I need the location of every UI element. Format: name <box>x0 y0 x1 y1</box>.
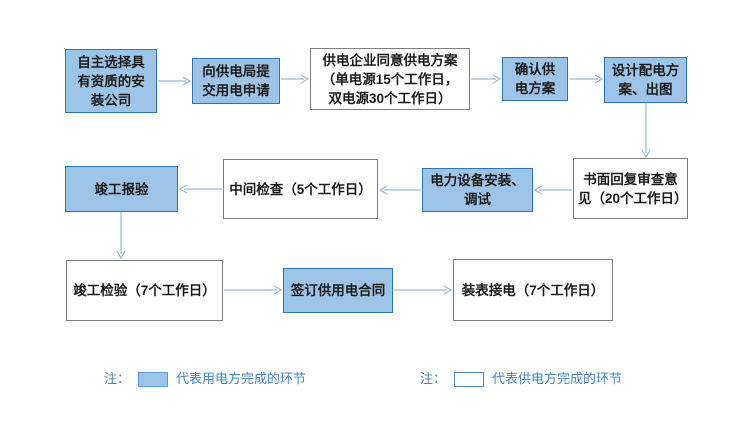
legend-note: 注： <box>104 371 131 386</box>
step-label: 竣工报验 <box>94 181 149 197</box>
arrow-contract-to-meter <box>394 285 453 295</box>
step-label: 签订供用电合同 <box>290 283 386 298</box>
legend-supplier-label: 代表供电方完成的环节 <box>492 371 623 386</box>
step-confirm-plan: 确认供 电方案 <box>502 57 568 101</box>
arrow-review-to-install <box>533 185 572 195</box>
step-meter-connection: 装表接电（7个工作日） <box>453 259 613 321</box>
step-design-scheme: 设计配电方 案、出图 <box>604 57 687 103</box>
step-label: 供电企业同意供电方案 （单电源15个工作日， 双电源30个工作日） <box>321 52 459 106</box>
arrow-design-to-review <box>641 103 651 159</box>
step-label: 电力设备安装、 调试 <box>430 173 525 207</box>
arrow-submit-to-approval <box>281 74 310 84</box>
arrow-approval-to-confirm <box>471 74 502 84</box>
step-label: 确认供 电方案 <box>514 62 556 96</box>
arrow-inspection-to-contract <box>224 285 283 295</box>
step-label: 竣工检验（7个工作日） <box>73 283 216 298</box>
step-interim-inspection: 中间检查（5个工作日） <box>223 159 378 219</box>
legend-supplier-swatch <box>454 371 485 387</box>
arrow-choose-to-submit <box>158 76 192 86</box>
arrow-install-to-interim <box>378 185 421 195</box>
arrow-report-to-inspection <box>116 212 126 260</box>
legend-consumer-label: 代表用电方完成的环节 <box>176 371 307 386</box>
step-label: 向供电局提 交用电申请 <box>202 64 270 98</box>
legend-consumer-swatch <box>138 371 169 387</box>
legend-consumer: 注： 代表用电方完成的环节 <box>104 370 306 388</box>
step-equipment-install: 电力设备安装、 调试 <box>422 168 533 212</box>
arrow-confirm-to-design <box>570 74 604 84</box>
step-supply-plan-approval: 供电企业同意供电方案 （单电源15个工作日， 双电源30个工作日） <box>310 48 470 110</box>
step-label: 中间检查（5个工作日） <box>229 181 372 197</box>
step-label: 书面回复审查意 见（20个工作日） <box>578 171 688 206</box>
step-label: 设计配电方 案、出图 <box>611 63 680 97</box>
step-choose-installer: 自主选择具 有资质的安 装公司 <box>65 49 157 113</box>
step-label: 装表接电（7个工作日） <box>461 282 605 298</box>
arrow-interim-to-report <box>178 184 222 194</box>
step-completion-report: 竣工报验 <box>65 166 178 212</box>
legend-supplier: 注： 代表供电方完成的环节 <box>420 370 622 388</box>
step-label: 自主选择具 有资质的安 装公司 <box>77 54 145 108</box>
step-sign-contract: 签订供用电合同 <box>283 268 393 313</box>
step-written-review-reply: 书面回复审查意 见（20个工作日） <box>573 158 688 219</box>
step-completion-inspection: 竣工检验（7个工作日） <box>66 260 223 321</box>
legend-note: 注： <box>420 371 447 386</box>
step-submit-application: 向供电局提 交用电申请 <box>192 58 280 104</box>
